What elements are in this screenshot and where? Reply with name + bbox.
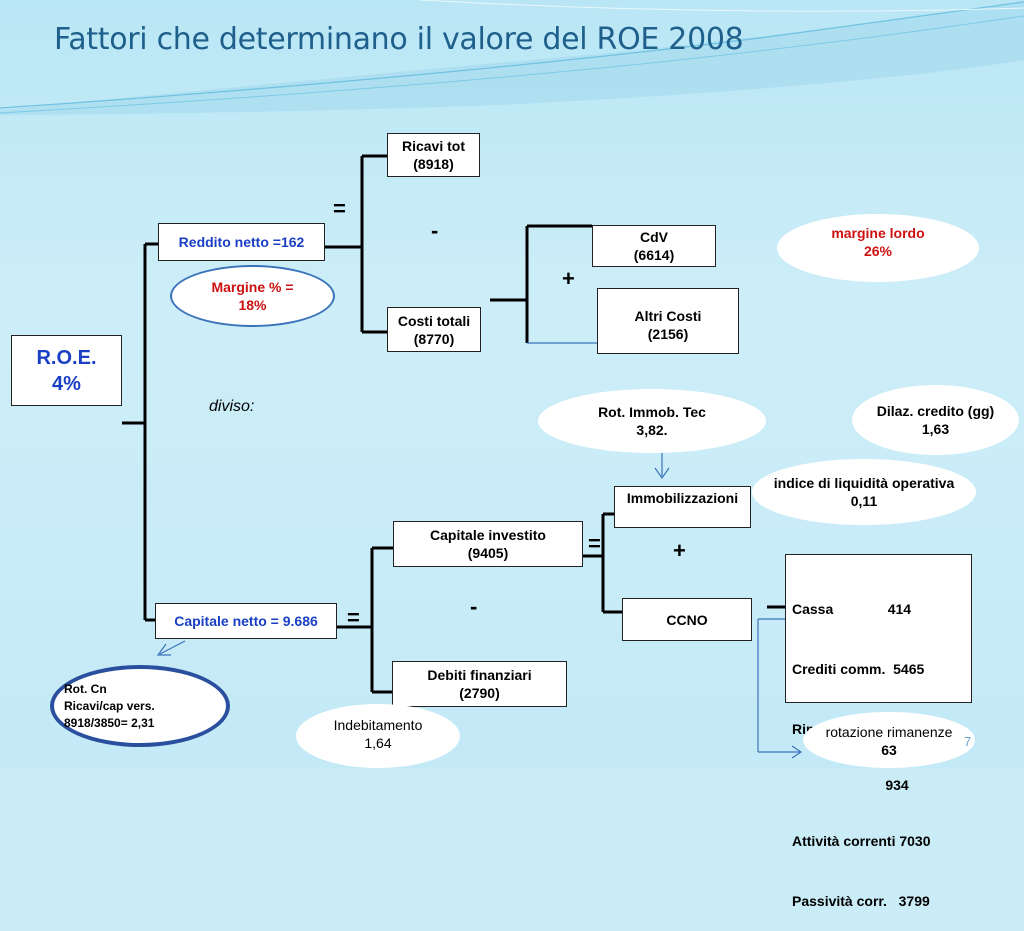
indebitamento-value: 1,64 (364, 735, 392, 751)
debiti-finanziari-box: Debiti finanziari (2790) (392, 661, 567, 707)
ccno-detail-crediti: Crediti comm. 5465 (792, 661, 925, 677)
margine-pct-value: 18% (238, 297, 267, 313)
roe-value: 4% (52, 372, 81, 395)
indebitamento-label: Indebitamento (333, 717, 423, 733)
altri-costi-box: Altri Costi (2156) (597, 288, 739, 354)
reddito-netto-box: Reddito netto =162 (158, 223, 325, 261)
minus-symbol-top: - (431, 218, 439, 243)
indice-liquidita-ellipse: indice di liquidità operativa 0,11 (752, 459, 976, 525)
ccno-box: CCNO (622, 598, 752, 641)
roe-label: R.O.E. (36, 346, 97, 369)
rot-cn-value: 8918/3850= 2,31 (64, 715, 155, 730)
immobilizzazioni-label: Immobilizzazioni (626, 490, 739, 506)
slide-title: Fattori che determinano il valore del RO… (54, 22, 744, 57)
ricavi-tot-label: Ricavi tot (401, 138, 465, 154)
altri-costi-value: (2156) (647, 326, 689, 342)
debiti-finanziari-label: Debiti finanziari (427, 667, 532, 683)
dilaz-credito-value: 1,63 (921, 421, 950, 437)
debiti-finanziari-value: (2790) (459, 685, 500, 701)
rot-immob-label: Rot. Immob. Tec (598, 404, 706, 420)
rot-immob-ellipse: Rot. Immob. Tec 3,82. (538, 389, 766, 453)
indice-liquidita-label: indice di liquidità operativa (773, 475, 955, 491)
dilaz-credito-ellipse: Dilaz. credito (gg) 1,63 (852, 385, 1019, 455)
costi-totali-value: (8770) (413, 330, 455, 347)
immobilizzazioni-box: Immobilizzazioni (614, 486, 751, 528)
ccno-detail-cassa: Cassa 414 (792, 601, 912, 617)
margine-lordo-value: 26% (863, 243, 893, 259)
cdv-label: CdV (640, 229, 668, 245)
ccno-detail-attivita: Attività correnti 7030 (792, 833, 931, 849)
rot-cn-ellipse: Rot. Cn Ricavi/cap vers. 8918/3850= 2,31 (50, 665, 230, 747)
equals-symbol-capital-investito: = (588, 531, 601, 556)
cdv-value: (6614) (633, 247, 675, 263)
indice-liquidita-value: 0,11 (850, 493, 878, 509)
rotazione-rimanenze-value: 63 (881, 742, 897, 758)
altri-costi-label: Altri Costi (634, 308, 702, 324)
slide-background (0, 0, 1024, 768)
rot-immob-value: 3,82. (636, 422, 668, 438)
ricavi-tot-box: Ricavi tot (8918) (387, 133, 480, 177)
rotazione-rimanenze-ellipse: rotazione rimanenze 63 (803, 712, 975, 768)
ccno-detail-box: Cassa 414 Crediti comm. 5465 Rimanenze 2… (785, 554, 972, 909)
costi-totali-label: Costi totali (397, 312, 471, 329)
rotazione-rimanenze-label: rotazione rimanenze (825, 724, 953, 740)
capitale-investito-value: (9405) (467, 545, 509, 561)
indebitamento-ellipse: Indebitamento 1,64 (296, 704, 460, 768)
equals-symbol-capital-netto: = (347, 605, 360, 630)
margine-pct-label: Margine % = (211, 279, 294, 295)
rot-cn-formula-label: Ricavi/cap vers. (64, 698, 155, 713)
roe-box: R.O.E. 4% (11, 335, 122, 406)
margine-pct-ellipse: Margine % = 18% (170, 265, 335, 327)
capitale-netto-box: Capitale netto = 9.686 (155, 603, 337, 639)
ccno-detail-rimanenze-2: 934 (792, 777, 909, 793)
reddito-netto-label: Reddito netto =162 (178, 234, 305, 250)
diviso-label: diviso: (209, 398, 255, 415)
minus-symbol-bottom: - (470, 594, 478, 619)
connector-lines (122, 154, 803, 759)
cdv-box: CdV (6614) (592, 225, 716, 267)
capitale-investito-label: Capitale investito (430, 527, 546, 543)
ccno-label: CCNO (666, 611, 708, 628)
margine-lordo-ellipse: margine lordo 26% (777, 214, 979, 282)
costi-totali-box: Costi totali (8770) (387, 307, 481, 352)
plus-symbol-cdv: + (562, 266, 575, 291)
capitale-netto-label: Capitale netto = 9.686 (174, 613, 318, 629)
ccno-detail-passivita: Passività corr. 3799 (792, 893, 930, 909)
ricavi-tot-value: (8918) (413, 156, 454, 172)
equals-symbol-top: = (333, 196, 346, 221)
capitale-investito-box: Capitale investito (9405) (393, 521, 583, 567)
page-number: 7 (964, 734, 972, 749)
rot-cn-label: Rot. Cn (64, 681, 107, 696)
dilaz-credito-label: Dilaz. credito (gg) (876, 403, 995, 419)
margine-lordo-label: margine lordo (831, 225, 925, 241)
plus-symbol-bottom: + (673, 538, 686, 563)
